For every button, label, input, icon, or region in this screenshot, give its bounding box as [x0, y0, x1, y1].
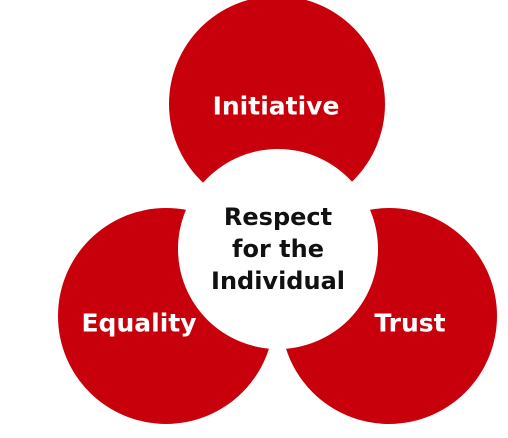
label-initiative: Initiative — [212, 91, 340, 121]
center-label: Respect for the Individual — [211, 201, 345, 297]
center-label-line-1: Respect — [223, 203, 333, 231]
label-equality: Equality — [81, 308, 197, 338]
circle-initiative — [169, 0, 385, 212]
center-circle — [178, 149, 378, 349]
center-label-line-3: Individual — [211, 267, 345, 295]
center-label-line-2: for the — [232, 235, 324, 263]
label-trust: Trust — [374, 308, 446, 338]
